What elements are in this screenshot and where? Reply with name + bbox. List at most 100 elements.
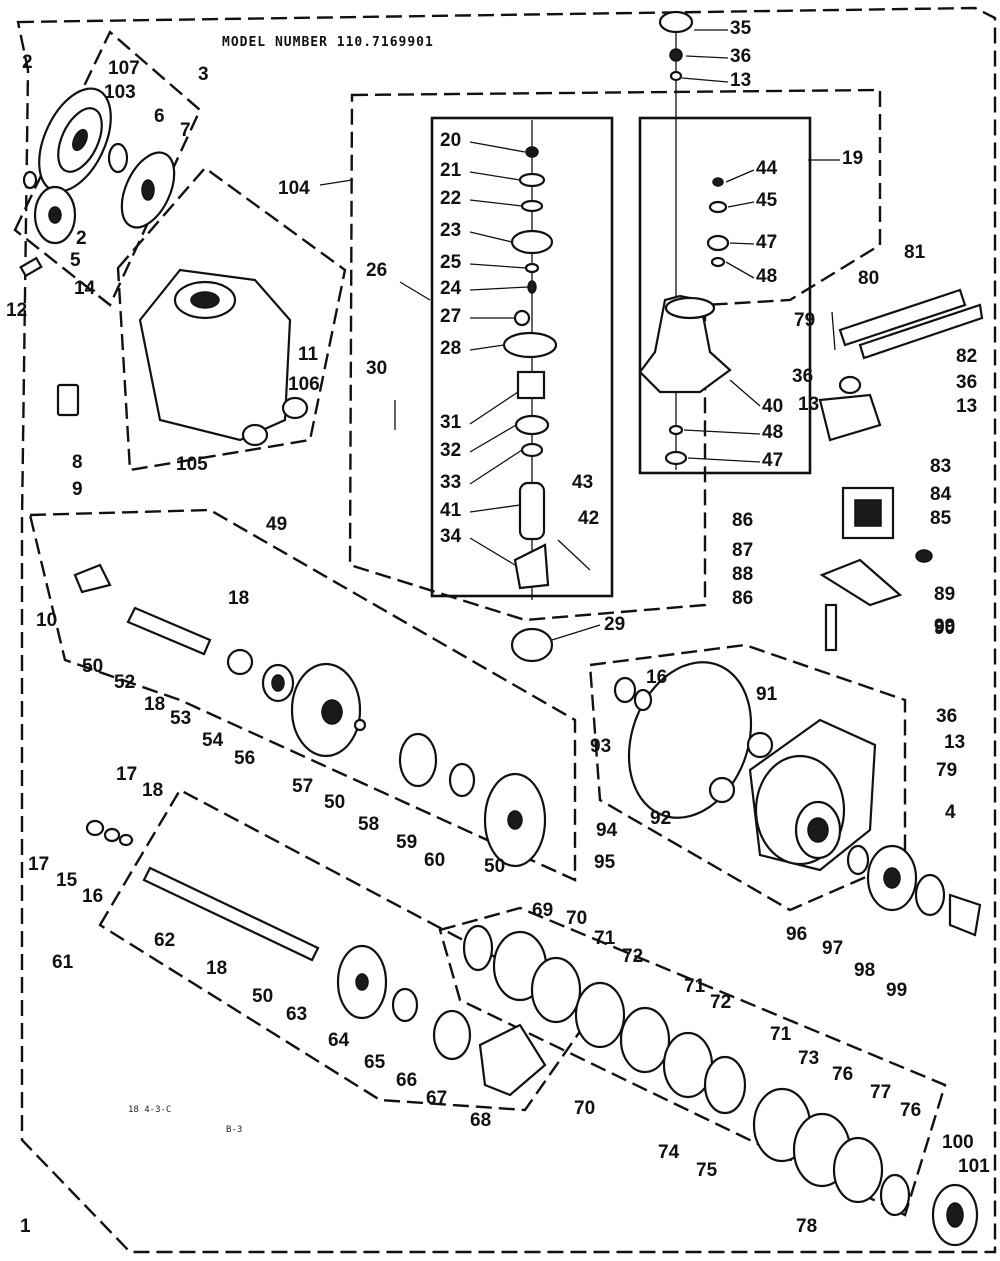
label-48a: 48 [756, 266, 777, 287]
label-36c: 36 [956, 372, 977, 393]
label-45: 45 [756, 190, 778, 211]
label-32: 32 [440, 440, 461, 461]
label-83: 83 [930, 456, 951, 477]
label-17a: 17 [28, 854, 49, 875]
label-48b: 48 [762, 422, 783, 443]
label-73: 73 [798, 1048, 819, 1069]
label-16a: 16 [82, 886, 103, 907]
label-8: 8 [72, 452, 83, 473]
label-29: 29 [604, 614, 625, 635]
label-5: 5 [70, 250, 81, 271]
label-98: 98 [854, 960, 875, 981]
label-19: 19 [842, 148, 863, 169]
label-94: 94 [596, 820, 618, 841]
label-104: 104 [278, 178, 310, 199]
label-76a: 76 [832, 1064, 853, 1085]
label-18c: 18 [142, 780, 163, 801]
group-26-box [430, 116, 614, 598]
label-101: 101 [958, 1156, 990, 1177]
label-42: 42 [578, 508, 599, 529]
label-43: 43 [572, 472, 593, 493]
label-89: 89 [934, 584, 955, 605]
label-91: 91 [756, 684, 778, 705]
label-69: 69 [532, 900, 553, 921]
label-14: 14 [74, 278, 96, 299]
label-103: 103 [104, 82, 136, 103]
label-17b: 17 [116, 764, 137, 785]
label-77: 77 [870, 1082, 891, 1103]
label-36d: 36 [936, 706, 957, 727]
label-70a: 70 [566, 908, 587, 929]
label-80: 80 [858, 268, 879, 289]
label-49: 49 [266, 514, 287, 535]
label-100: 100 [942, 1132, 974, 1153]
label-65: 65 [364, 1052, 386, 1073]
label-24: 24 [440, 278, 462, 299]
label-90: 90 [934, 618, 955, 639]
label-53: 53 [170, 708, 191, 729]
label-72b: 72 [710, 992, 731, 1013]
label-64: 64 [328, 1030, 350, 1051]
main-outline [16, 6, 997, 1254]
drawing-code-left: 18 4-3-C [128, 1105, 171, 1115]
label-34: 34 [440, 526, 462, 547]
label-93: 93 [590, 736, 611, 757]
label-61: 61 [52, 952, 74, 973]
label-2: 2 [22, 52, 33, 73]
label-33: 33 [440, 472, 461, 493]
shaft-group-61-outline [98, 788, 597, 1112]
label-13b: 13 [798, 394, 819, 415]
label-35: 35 [730, 18, 752, 39]
label-21: 21 [440, 160, 462, 181]
label-18a: 18 [228, 588, 249, 609]
label-18b: 18 [144, 694, 165, 715]
housing-group-outline [116, 166, 347, 472]
label-56: 56 [234, 748, 255, 769]
label-72a: 72 [622, 946, 643, 967]
label-86a: 86 [732, 510, 753, 531]
label-58: 58 [358, 814, 379, 835]
label-28: 28 [440, 338, 461, 359]
label-16b: 16 [646, 667, 667, 688]
shift-linkage [818, 288, 984, 652]
label-71b: 71 [684, 976, 706, 997]
label-67: 67 [426, 1088, 447, 1109]
label-79b: 79 [936, 760, 957, 781]
label-84: 84 [930, 484, 952, 505]
label-40: 40 [762, 396, 783, 417]
label-20: 20 [440, 130, 461, 151]
label-41: 41 [440, 500, 462, 521]
label-54: 54 [202, 730, 224, 751]
label-36b: 36 [792, 366, 813, 387]
label-47b: 47 [762, 450, 783, 471]
label-75: 75 [696, 1160, 718, 1181]
label-71c: 71 [770, 1024, 792, 1045]
label-107: 107 [108, 58, 140, 79]
label-23: 23 [440, 220, 461, 241]
label-85: 85 [930, 508, 952, 529]
label-87: 87 [732, 540, 753, 561]
label-7: 7 [180, 120, 191, 141]
label-10: 10 [36, 610, 57, 631]
label-74: 74 [658, 1142, 680, 1163]
clutch-plates [462, 924, 979, 1247]
label-78: 78 [796, 1216, 817, 1237]
label-30: 30 [366, 358, 387, 379]
label-81: 81 [904, 242, 926, 263]
model-number-title: MODEL NUMBER 110.7169901 [222, 35, 434, 50]
label-50b: 50 [324, 792, 345, 813]
shaft-group-49-outline [28, 508, 577, 882]
label-1: 1 [20, 1216, 31, 1237]
leader-lines [319, 29, 840, 641]
drawing-code-right: B-3 [226, 1125, 242, 1135]
label-31: 31 [440, 412, 462, 433]
label-13c: 13 [956, 396, 977, 417]
label-25: 25 [440, 252, 462, 273]
label-13a: 13 [730, 70, 751, 91]
label-9: 9 [72, 479, 83, 500]
shaft-61-parts [85, 819, 547, 1097]
label-82: 82 [956, 346, 977, 367]
right-housing [613, 661, 982, 937]
group-19-box [638, 116, 812, 475]
label-79a: 79 [794, 310, 815, 331]
